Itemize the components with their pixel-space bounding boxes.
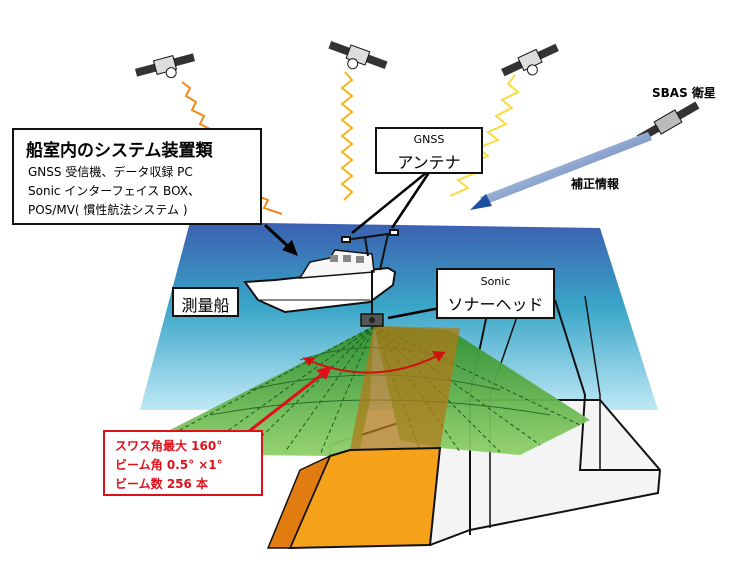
ship-system-line1: GNSS 受信機、データ収録 PC bbox=[28, 165, 193, 179]
ship-system-line3: POS/MV( 慣性航法システム ) bbox=[28, 203, 188, 217]
swath-pointer-arrow bbox=[247, 370, 326, 434]
gnss-pointer-2 bbox=[390, 167, 434, 229]
survey-ship bbox=[243, 249, 397, 314]
signal-wave-3 bbox=[449, 74, 520, 197]
swath-spec-line1: スワス角最大 160° bbox=[115, 439, 223, 453]
gnss-label-top: GNSS bbox=[413, 133, 445, 146]
sonic-label-top: Sonic bbox=[480, 275, 511, 288]
channel-top bbox=[350, 326, 460, 450]
terrain-ridge-4 bbox=[584, 295, 601, 470]
swath-spec-line2: ビーム角 0.5° ×1° bbox=[115, 458, 223, 472]
ship-system-title: 船室内のシステム装置類 bbox=[26, 141, 213, 161]
satellite-icon-1 bbox=[134, 53, 196, 79]
sonar-swath bbox=[170, 326, 374, 456]
gnss-antenna-label: GNSS アンテナ bbox=[375, 127, 483, 174]
gnss-pointer-1 bbox=[351, 167, 433, 234]
survey-ship-text: 測量船 bbox=[181, 296, 230, 315]
ship-system-line2: Sonic インターフェイス BOX、 bbox=[28, 184, 200, 198]
gnss-antenna bbox=[341, 229, 399, 271]
satellite-icon-2 bbox=[328, 40, 388, 70]
sbas-label: SBAS 衛星 bbox=[652, 86, 716, 100]
gnss-label-bottom: アンテナ bbox=[397, 153, 461, 172]
satellite-icon-3 bbox=[501, 43, 559, 77]
signal-wave-2 bbox=[340, 71, 354, 201]
survey-ship-label: 測量船 bbox=[172, 287, 239, 317]
correction-label: 補正情報 bbox=[571, 177, 620, 191]
terrain-ridge-3 bbox=[554, 299, 660, 471]
sonic-pointer bbox=[387, 306, 441, 320]
sonar-head bbox=[360, 313, 384, 327]
correction-arrow bbox=[480, 132, 652, 205]
swath-spec-line3: ビーム数 256 本 bbox=[115, 477, 209, 491]
swath-spec-box: スワス角最大 160° ビーム角 0.5° ×1° ビーム数 256 本 bbox=[103, 430, 263, 496]
sonic-label-bottom: ソナーヘッド bbox=[447, 295, 544, 314]
channel-side bbox=[266, 454, 332, 549]
sonic-head-label: Sonic ソナーヘッド bbox=[436, 268, 555, 319]
swath-angle-arrow bbox=[302, 351, 446, 374]
ship-system-box: 船室内のシステム装置類 GNSS 受信機、データ収録 PC Sonic インター… bbox=[12, 128, 262, 225]
